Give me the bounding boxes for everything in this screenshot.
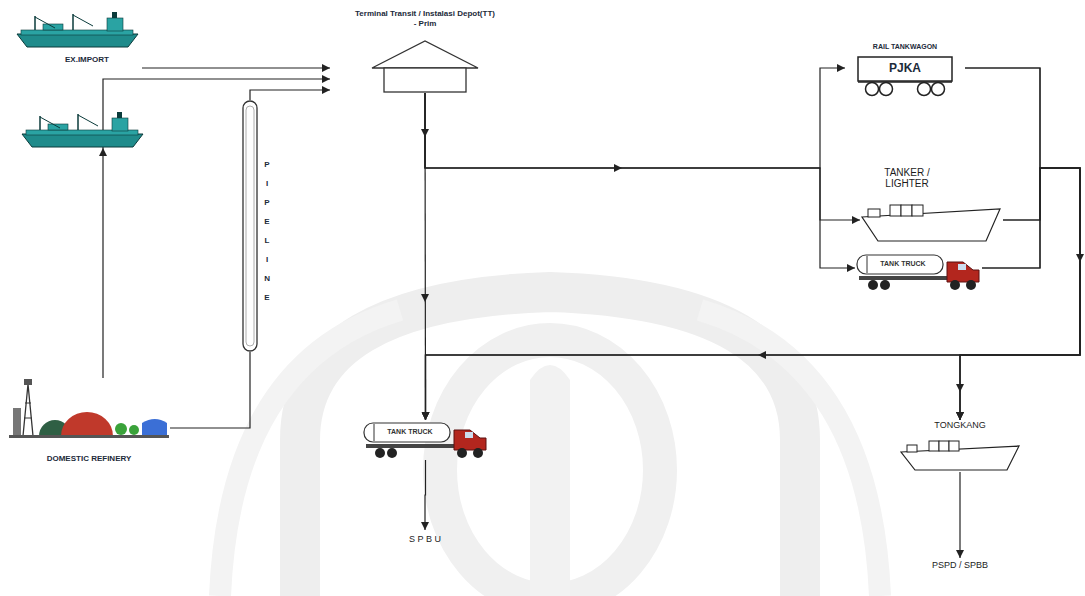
text-holder: TANK TRUCK [867, 259, 939, 268]
terminal: Terminal Transit / Instalasi Depot(TT) -… [330, 5, 520, 93]
flow-connector [425, 93, 860, 220]
import-ship: EX.IMPORT [12, 8, 142, 70]
ship-illustration [22, 112, 143, 147]
flow-connector [170, 352, 250, 428]
node-label: TONGKANG [899, 420, 1021, 431]
tanker-illustration [860, 165, 1003, 242]
station-label: PSPD / SPBB [930, 558, 990, 592]
pipeline-illustration [240, 100, 260, 352]
tank-truck-illustration [362, 420, 489, 460]
flow-connector [425, 93, 855, 268]
import-ship-illustration [15, 8, 140, 48]
node-label: EX.IMPORT [42, 55, 132, 65]
flow-connector [103, 79, 330, 378]
flow-connector [426, 168, 1081, 420]
node-label: RAIL TANKWAGON [845, 42, 965, 51]
text-holder: EX.IMPORT [42, 55, 132, 65]
flow-connector [142, 67, 330, 68]
node-label: PSPD / SPBB [930, 560, 990, 571]
rail-tankwagon: RAIL TANKWAGON PJKA [845, 40, 965, 97]
text-holder: TANK TRUCK [374, 427, 446, 436]
text-holder: Terminal Transit / Instalasi Depot(TT) -… [355, 9, 495, 29]
flow-connector [425, 68, 845, 168]
barge: TONGKANG [899, 420, 1021, 472]
refinery: DOMESTIC REFINERY [8, 378, 170, 470]
pipeline: PIPELINE [240, 100, 280, 352]
node-label: TANK TRUCK [867, 259, 939, 268]
node-label: TANK TRUCK [374, 427, 446, 436]
tank-truck-illustration [855, 252, 982, 292]
flow-connector [959, 472, 960, 558]
node-label: S P B U [390, 534, 460, 545]
flow-connector [426, 68, 1081, 420]
flow-connector [424, 460, 426, 530]
tank-truck: TANK TRUCK [855, 252, 982, 292]
node-label: PJKA [858, 61, 952, 76]
node-label: DOMESTIC REFINERY [8, 454, 170, 464]
node-label: TANKER / LIGHTER [868, 167, 946, 189]
station-label: S P B U [390, 530, 460, 552]
flow-connector [960, 168, 1080, 420]
text-holder: DOMESTIC REFINERY [8, 454, 170, 464]
flow-connector [960, 168, 1080, 420]
node-label: PIPELINE [264, 155, 270, 307]
flow-connector [250, 90, 330, 100]
text-holder: S P B U [390, 534, 460, 545]
text-holder: TANKER / LIGHTER [868, 167, 946, 189]
flow-connector [426, 168, 1081, 420]
tanker: TANKER / LIGHTER [860, 165, 1003, 242]
text-holder: RAIL TANKWAGON [845, 42, 965, 51]
flow-connector [960, 68, 1080, 420]
node-label: Terminal Transit / Instalasi Depot(TT) -… [355, 9, 495, 29]
refinery-illustration [9, 378, 169, 438]
text-holder: PIPELINE [264, 155, 270, 307]
terminal-illustration [330, 5, 520, 93]
text-holder: TONGKANG [899, 420, 1021, 431]
text-holder: PSPD / SPBB [930, 560, 990, 571]
text-holder: PJKA [858, 61, 952, 76]
tank-truck: TANK TRUCK [362, 420, 489, 460]
